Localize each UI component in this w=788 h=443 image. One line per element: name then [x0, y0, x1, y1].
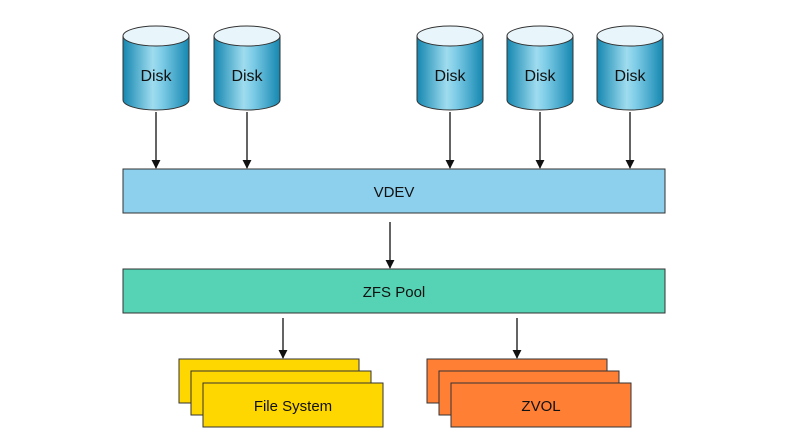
disk-label: Disk [140, 68, 172, 85]
disk-4: Disk [506, 25, 574, 111]
vdev-label: VDEV [374, 184, 415, 201]
disk-label: Disk [231, 68, 263, 85]
disk-label: Disk [614, 68, 646, 85]
disk-5: Disk [596, 25, 664, 111]
filesystem-label: File System [254, 398, 332, 415]
disk-2: Disk [213, 25, 281, 111]
zfs-pool-label: ZFS Pool [363, 284, 426, 301]
zvol-stack: ZVOL [426, 358, 632, 428]
disk-label: Disk [524, 68, 556, 85]
disk-3: Disk [416, 25, 484, 111]
zvol-label: ZVOL [521, 398, 560, 415]
zfs-pool-block: ZFS Pool [122, 268, 666, 314]
vdev-block: VDEV [122, 168, 666, 214]
disk-1: Disk [122, 25, 190, 111]
filesystem-stack: File System [178, 358, 384, 428]
disk-label: Disk [434, 68, 466, 85]
